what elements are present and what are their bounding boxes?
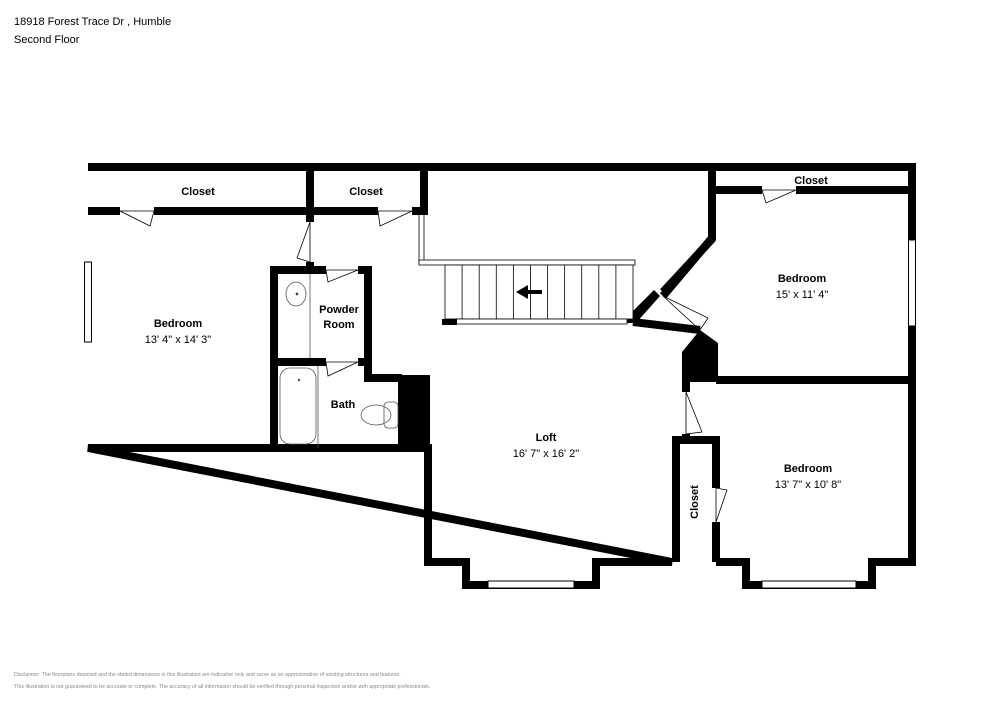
left-arrow-icon [516,285,542,299]
right-bedroom-wall [672,376,912,562]
door-swing [296,221,311,263]
room-dimensions: 16' 7" x 16' 2" [513,448,580,460]
walls [87,163,916,589]
chase-block-right [682,330,718,382]
left-closet-wall [88,167,428,222]
door-swing [662,295,709,331]
room-label: Bedroom [778,273,827,285]
room-label: Bath [331,399,356,411]
window [84,261,92,343]
diag-wall [660,235,716,295]
address-title: 18918 Forest Trace Dr , Humble [14,16,172,28]
room-dimensions: 13' 7" x 10' 8" [775,479,842,491]
exterior-wall [87,163,916,589]
closet-door-jamb [418,210,425,264]
door-swing [377,210,413,227]
disclaimer-line-2: This illustration is not guaranteed to b… [14,684,431,690]
right-closet-wall [632,167,912,334]
room-dimensions: 15' x 11' 4" [776,289,829,301]
room-dimensions: 13' 4" x 14' 3" [145,334,212,346]
toilet-icon [360,404,392,426]
bath-walls [270,262,402,448]
window [487,580,575,589]
room-label: Loft [536,432,557,444]
door-swing [761,189,797,204]
stair-edge [454,318,628,325]
floor-title: Second Floor [14,34,80,46]
windows [84,239,916,589]
diag-wall-lower [626,290,660,323]
doors [119,189,797,523]
room-label: Closet [181,186,215,198]
door-swing [119,210,155,227]
door-swing [685,391,703,435]
stairs [418,259,636,325]
disclaimer-line-1: Disclaimer: The floorplans depicted and … [14,672,401,678]
room-label: Closet [794,175,828,187]
door-swing [325,269,359,283]
door-swing [325,361,359,377]
sink-icon [285,281,307,307]
room-label: Closet [349,186,383,198]
door-swing [715,487,728,523]
window [761,580,857,589]
room-label: Bedroom [154,318,203,330]
room-label: Bedroom [784,463,833,475]
fixtures [279,274,399,448]
window [908,239,916,327]
chase-block-left [398,375,430,450]
stair-post [442,319,457,325]
room-label: Powder [319,304,359,316]
stair-rail [418,259,636,266]
room-label: Closet [689,485,701,519]
room-label: Room [323,319,354,331]
bathtub-icon [279,367,317,445]
